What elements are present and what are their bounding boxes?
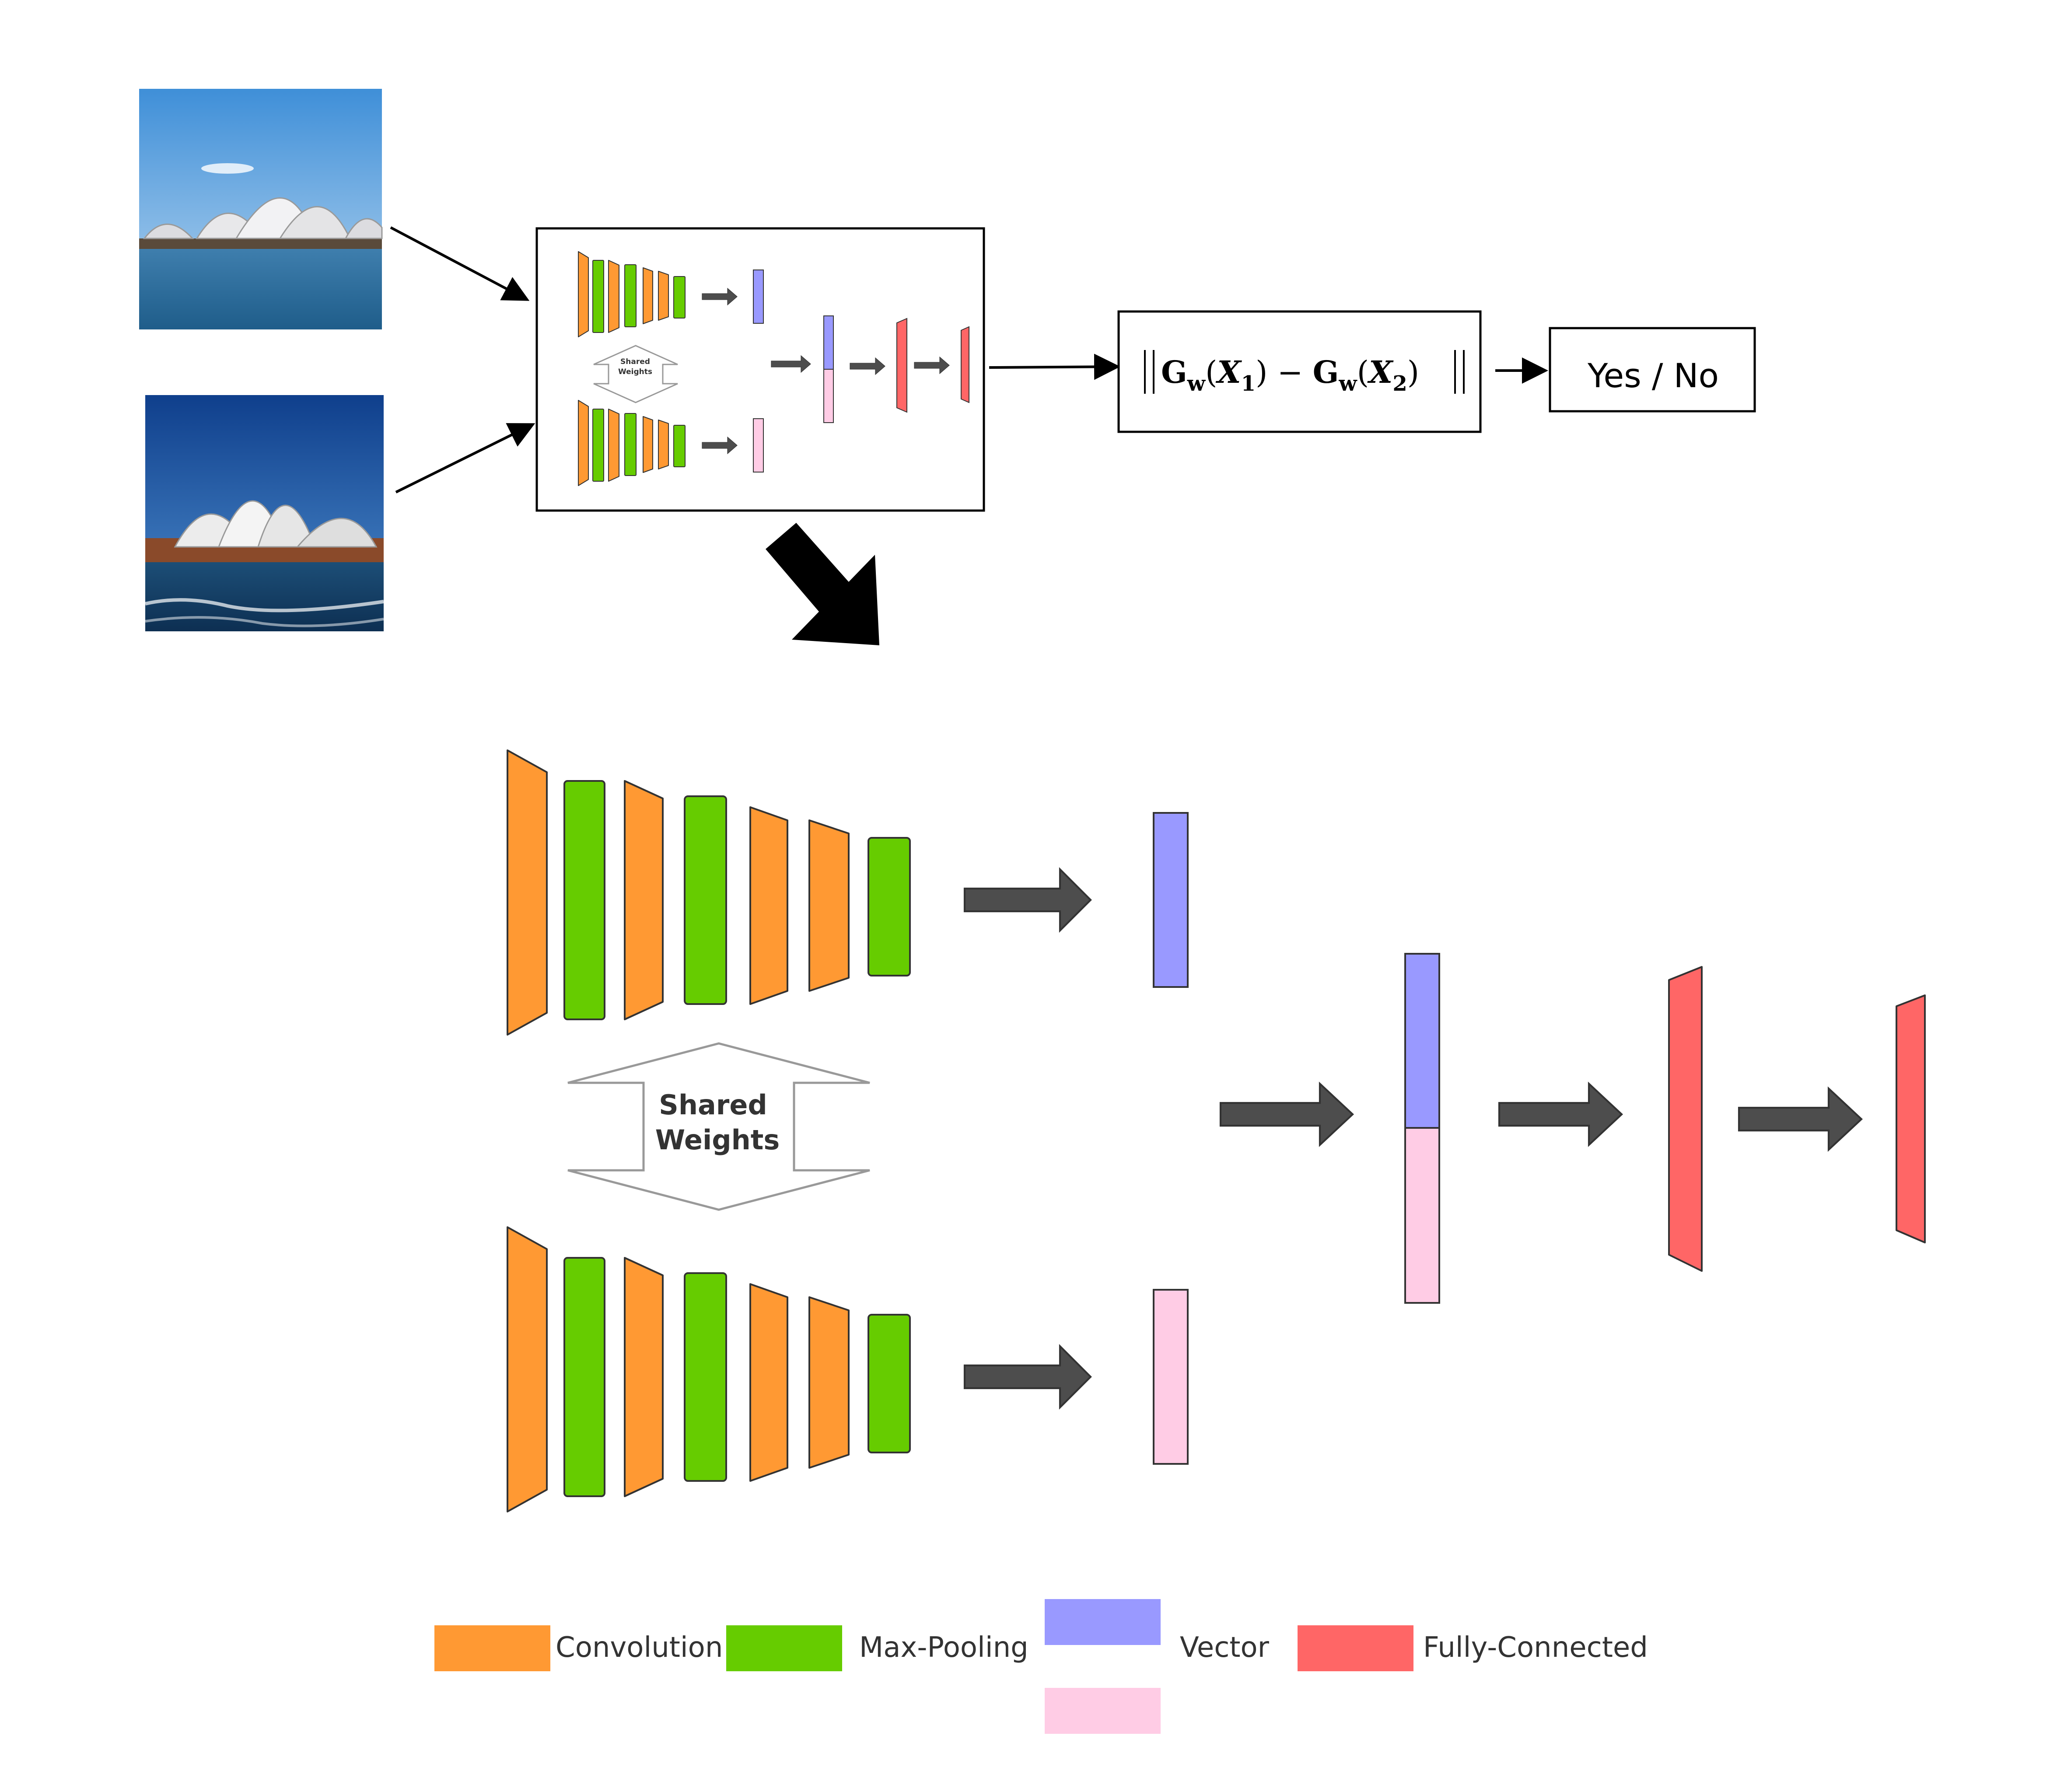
mini-flatten-arrow xyxy=(702,287,738,306)
mini-pool-layer-1 xyxy=(592,260,604,333)
pool-layer-2 xyxy=(684,795,727,1005)
mini-conv-layer-4 xyxy=(658,271,669,321)
mini-pool-layer-1 xyxy=(592,409,604,482)
mini-concat-bottom-half xyxy=(823,369,834,423)
mini-concat-arrow xyxy=(771,355,811,373)
conv-layer-1 xyxy=(507,749,548,1036)
mini-feature-vector-bottom xyxy=(753,418,764,472)
detail-shared-weights: Shared Weights xyxy=(567,1042,870,1211)
mini-conv-layer-3 xyxy=(643,267,653,324)
mini-conv-layer-2 xyxy=(608,260,619,333)
distance-formula: Gw(X1) − Gw(X2) xyxy=(1161,354,1419,396)
conv-layer-2 xyxy=(624,1257,664,1497)
mini-fully-connected-1 xyxy=(896,318,907,413)
pool-layer-3 xyxy=(868,837,911,976)
image1-to-network-arrow xyxy=(390,226,530,301)
mini-conv-layer-3 xyxy=(643,416,653,473)
distance-formula-box: Gw(X1) − Gw(X2) xyxy=(1117,310,1482,433)
legend-swatch-max-pooling xyxy=(726,1625,842,1671)
mini-conv-layer-1 xyxy=(578,251,589,337)
flatten-arrow xyxy=(963,867,1092,933)
legend-label-vector: Vector xyxy=(1180,1631,1270,1664)
detail-head xyxy=(1219,953,1926,1304)
concat-vector-bottom-half xyxy=(1404,1127,1440,1304)
mini-pool-layer-3 xyxy=(673,276,686,318)
overview-weights-label: Weights xyxy=(618,368,652,376)
concat-arrow xyxy=(1219,1082,1354,1147)
fully-connected-layer-2 xyxy=(1896,994,1926,1243)
fc2-arrow xyxy=(1738,1086,1863,1152)
overview-shared-label: Shared xyxy=(620,357,650,366)
conv-layer-4 xyxy=(808,819,850,992)
concat-vector-top-half xyxy=(1404,953,1440,1129)
legend-swatch-fully-connected xyxy=(1298,1625,1413,1671)
legend-label-max-pooling: Max-Pooling xyxy=(859,1631,1029,1664)
legend-swatch-vector-a xyxy=(1045,1599,1161,1645)
mini-pool-layer-3 xyxy=(673,425,686,467)
conv-layer-1 xyxy=(507,1226,548,1512)
mini-fc2-arrow xyxy=(914,356,950,374)
detail-shared-label: Shared xyxy=(659,1089,767,1121)
pool-layer-2 xyxy=(684,1272,727,1482)
detail-bottom-branch xyxy=(507,1226,1189,1512)
detail-top-branch xyxy=(507,749,1189,1036)
pool-layer-1 xyxy=(563,780,605,1020)
mini-fc1-arrow xyxy=(850,357,885,375)
legend-swatch-convolution xyxy=(434,1625,550,1671)
decision-label: Yes / No xyxy=(1587,356,1719,395)
input-image-1 xyxy=(139,89,383,329)
decision-box: Yes / No xyxy=(1549,327,1756,413)
overview-head xyxy=(771,315,969,423)
legend-swatch-vector-b xyxy=(1045,1688,1161,1734)
flatten-arrow xyxy=(963,1344,1092,1410)
fully-connected-layer-1 xyxy=(1668,966,1703,1272)
overview-network-box: Shared Weights xyxy=(535,227,985,512)
legend-label-convolution: Convolution xyxy=(556,1631,723,1664)
fc1-arrow xyxy=(1498,1082,1623,1147)
mini-pool-layer-2 xyxy=(624,264,637,327)
pool-layer-3 xyxy=(868,1314,911,1453)
network-to-distance-arrow xyxy=(989,354,1120,380)
feature-vector-bottom xyxy=(1153,1289,1189,1465)
feature-vector-top xyxy=(1153,812,1189,988)
overview-top-branch xyxy=(578,251,764,337)
mini-conv-layer-1 xyxy=(578,400,589,486)
conv-layer-3 xyxy=(749,806,788,1005)
mini-concat-top-half xyxy=(823,315,834,370)
image2-to-network-arrow xyxy=(395,423,535,494)
conv-layer-4 xyxy=(808,1296,850,1469)
zoom-detail-arrow xyxy=(766,523,879,645)
overview-bottom-branch xyxy=(578,400,764,486)
mini-pool-layer-2 xyxy=(624,413,637,476)
detail-weights-label: Weights xyxy=(655,1124,780,1156)
mini-conv-layer-2 xyxy=(608,409,619,482)
conv-layer-2 xyxy=(624,780,664,1020)
legend-label-fully-connected: Fully-Connected xyxy=(1423,1631,1648,1664)
mini-conv-layer-4 xyxy=(658,420,669,469)
input-image-2 xyxy=(145,395,384,631)
mini-fully-connected-2 xyxy=(961,326,969,403)
mini-flatten-arrow xyxy=(702,436,738,455)
overview-shared-weights: Shared Weights xyxy=(593,345,678,403)
mini-feature-vector-top xyxy=(753,270,764,324)
conv-layer-3 xyxy=(749,1283,788,1482)
legend: Convolution Max-Pooling Vector Fully-Con… xyxy=(434,1599,1648,1734)
pool-layer-1 xyxy=(563,1257,605,1497)
